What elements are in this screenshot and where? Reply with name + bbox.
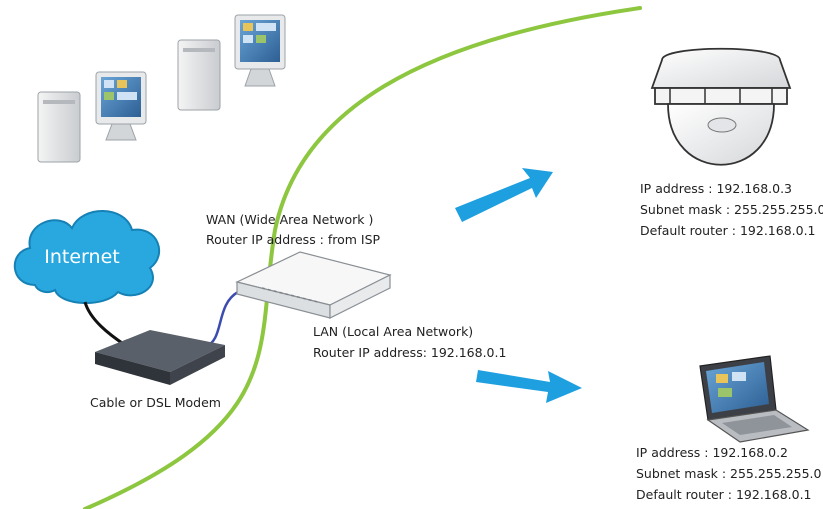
modem-icon: [95, 330, 225, 385]
camera-subnet: Subnet mask : 255.255.255.0: [640, 202, 823, 217]
internet-label: Internet: [44, 246, 119, 268]
lan-title: LAN (Local Area Network): [313, 324, 473, 339]
dome-camera-icon: [650, 47, 792, 166]
modem-label: Cable or DSL Modem: [90, 395, 221, 410]
wan-title: WAN (Wide Area Network ): [206, 212, 373, 227]
arrow-icon: [476, 370, 582, 403]
internet-cloud-icon: [13, 210, 161, 304]
desktop-computer-icon: [177, 14, 286, 111]
desktop-computer-icon: [37, 71, 147, 163]
laptop-icon: [699, 355, 810, 443]
laptop-ip: IP address : 192.168.0.2: [636, 445, 788, 460]
modem-router-cable: [204, 290, 239, 349]
camera-ip: IP address : 192.168.0.3: [640, 181, 792, 196]
wan-router-ip: Router IP address : from ISP: [206, 232, 381, 247]
router-icon: [235, 251, 392, 319]
network-boundary-line: [83, 6, 642, 509]
internet-cable: [83, 301, 126, 347]
lan-router-ip: Router IP address: 192.168.0.1: [313, 345, 506, 360]
arrow-icon: [455, 168, 553, 222]
laptop-gateway: Default router : 192.168.0.1: [636, 487, 812, 502]
laptop-subnet: Subnet mask : 255.255.255.0: [636, 466, 822, 481]
camera-gateway: Default router : 192.168.0.1: [640, 223, 816, 238]
